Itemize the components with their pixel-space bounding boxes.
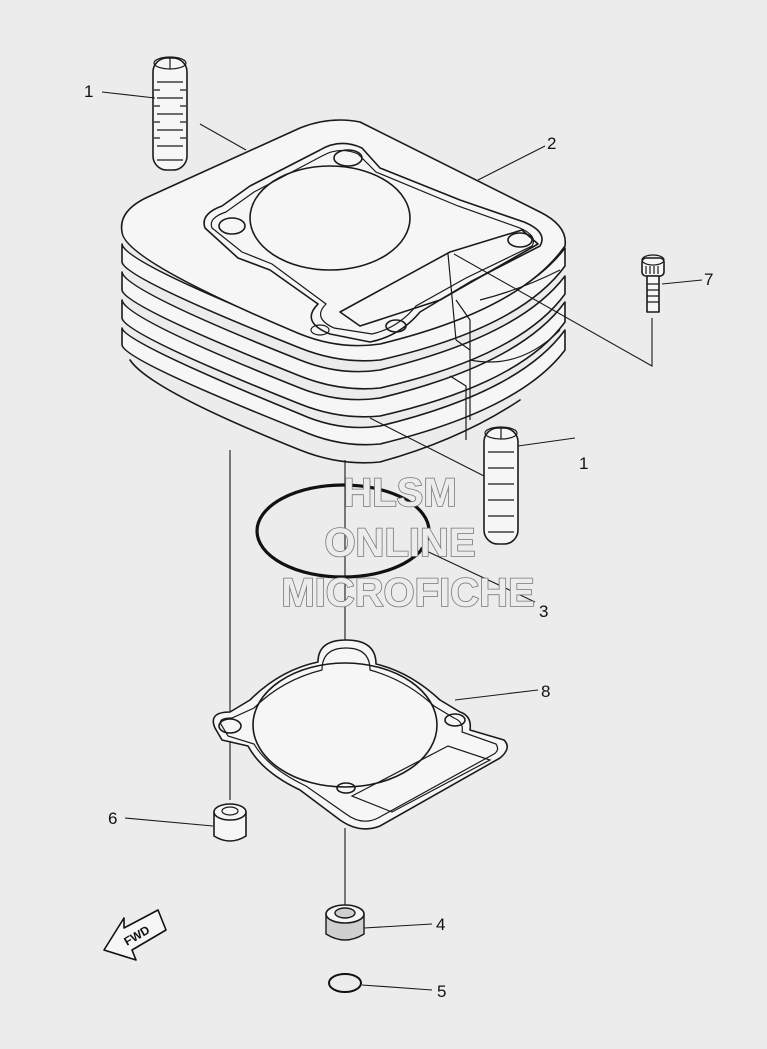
- bolt: [641, 254, 665, 313]
- callout-1-right: 1: [579, 454, 588, 473]
- watermark-line-1: HLSM: [343, 471, 456, 515]
- dowel-pin-top: [152, 56, 188, 171]
- callout-8: 8: [541, 682, 550, 701]
- dowel-pin-right: [483, 426, 519, 545]
- o-ring-small: [328, 973, 362, 993]
- base-gasket: [212, 639, 508, 830]
- o-ring-large: [255, 483, 431, 579]
- callout-2: 2: [547, 134, 556, 153]
- collar: [325, 904, 365, 941]
- callout-5: 5: [437, 982, 446, 1001]
- cylinder-body: [120, 119, 567, 464]
- callout-7: 7: [704, 270, 713, 289]
- callout-1-top: 1: [84, 82, 93, 101]
- watermark-line-3: MICROFICHE: [281, 571, 534, 615]
- forward-arrow-icon: FWD: [103, 909, 167, 961]
- callout-4: 4: [436, 915, 445, 934]
- callout-6: 6: [108, 809, 117, 828]
- dowel-collar: [213, 803, 247, 842]
- watermark-line-2: ONLINE: [324, 521, 475, 565]
- watermark: HLSM ONLINE MICROFICHE: [281, 470, 536, 616]
- callout-3: 3: [539, 602, 548, 621]
